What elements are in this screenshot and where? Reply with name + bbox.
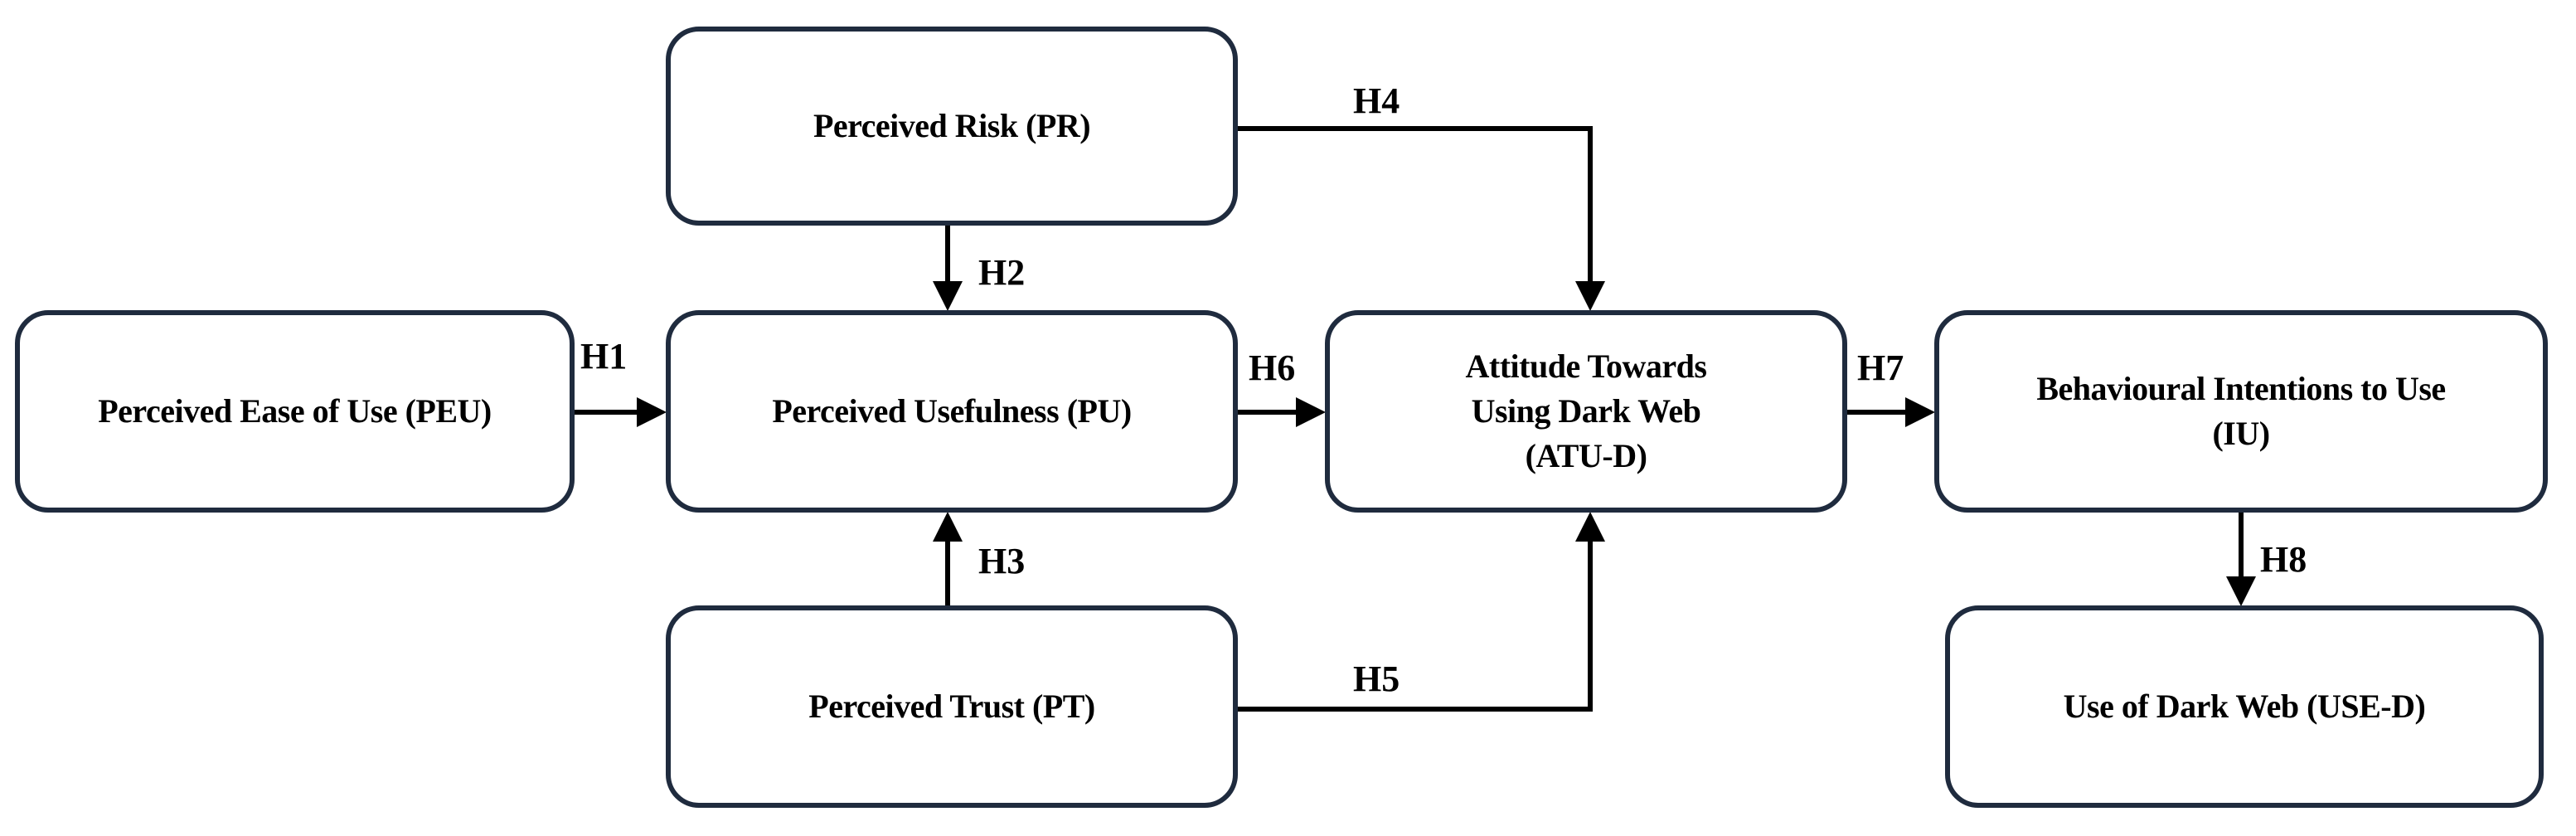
edge-label-h2: H2 — [978, 252, 1026, 293]
node-behavioural-intentions: Behavioural Intentions to Use (IU) — [1934, 310, 2548, 513]
edge-label-h4: H4 — [1353, 80, 1400, 121]
edge-h4-arrow — [1238, 126, 1605, 311]
edge-label-h6: H6 — [1249, 348, 1296, 388]
edge-label-h8: H8 — [2260, 539, 2307, 580]
node-perceived-usefulness: Perceived Usefulness (PU) — [666, 310, 1238, 513]
node-perceived-ease-of-use: Perceived Ease of Use (PEU) — [15, 310, 575, 513]
edge-h5-arrow — [1238, 512, 1605, 712]
node-use-of-dark-web: Use of Dark Web (USE-D) — [1945, 605, 2544, 808]
node-attitude-towards-using: Attitude Towards Using Dark Web (ATU-D) — [1325, 310, 1847, 513]
edge-label-h3: H3 — [978, 541, 1026, 581]
edge-label-h5: H5 — [1353, 659, 1400, 699]
node-perceived-risk: Perceived Risk (PR) — [666, 27, 1238, 226]
edge-label-h7: H7 — [1857, 348, 1904, 388]
node-perceived-trust: Perceived Trust (PT) — [666, 605, 1238, 808]
edge-label-h1: H1 — [580, 336, 628, 377]
